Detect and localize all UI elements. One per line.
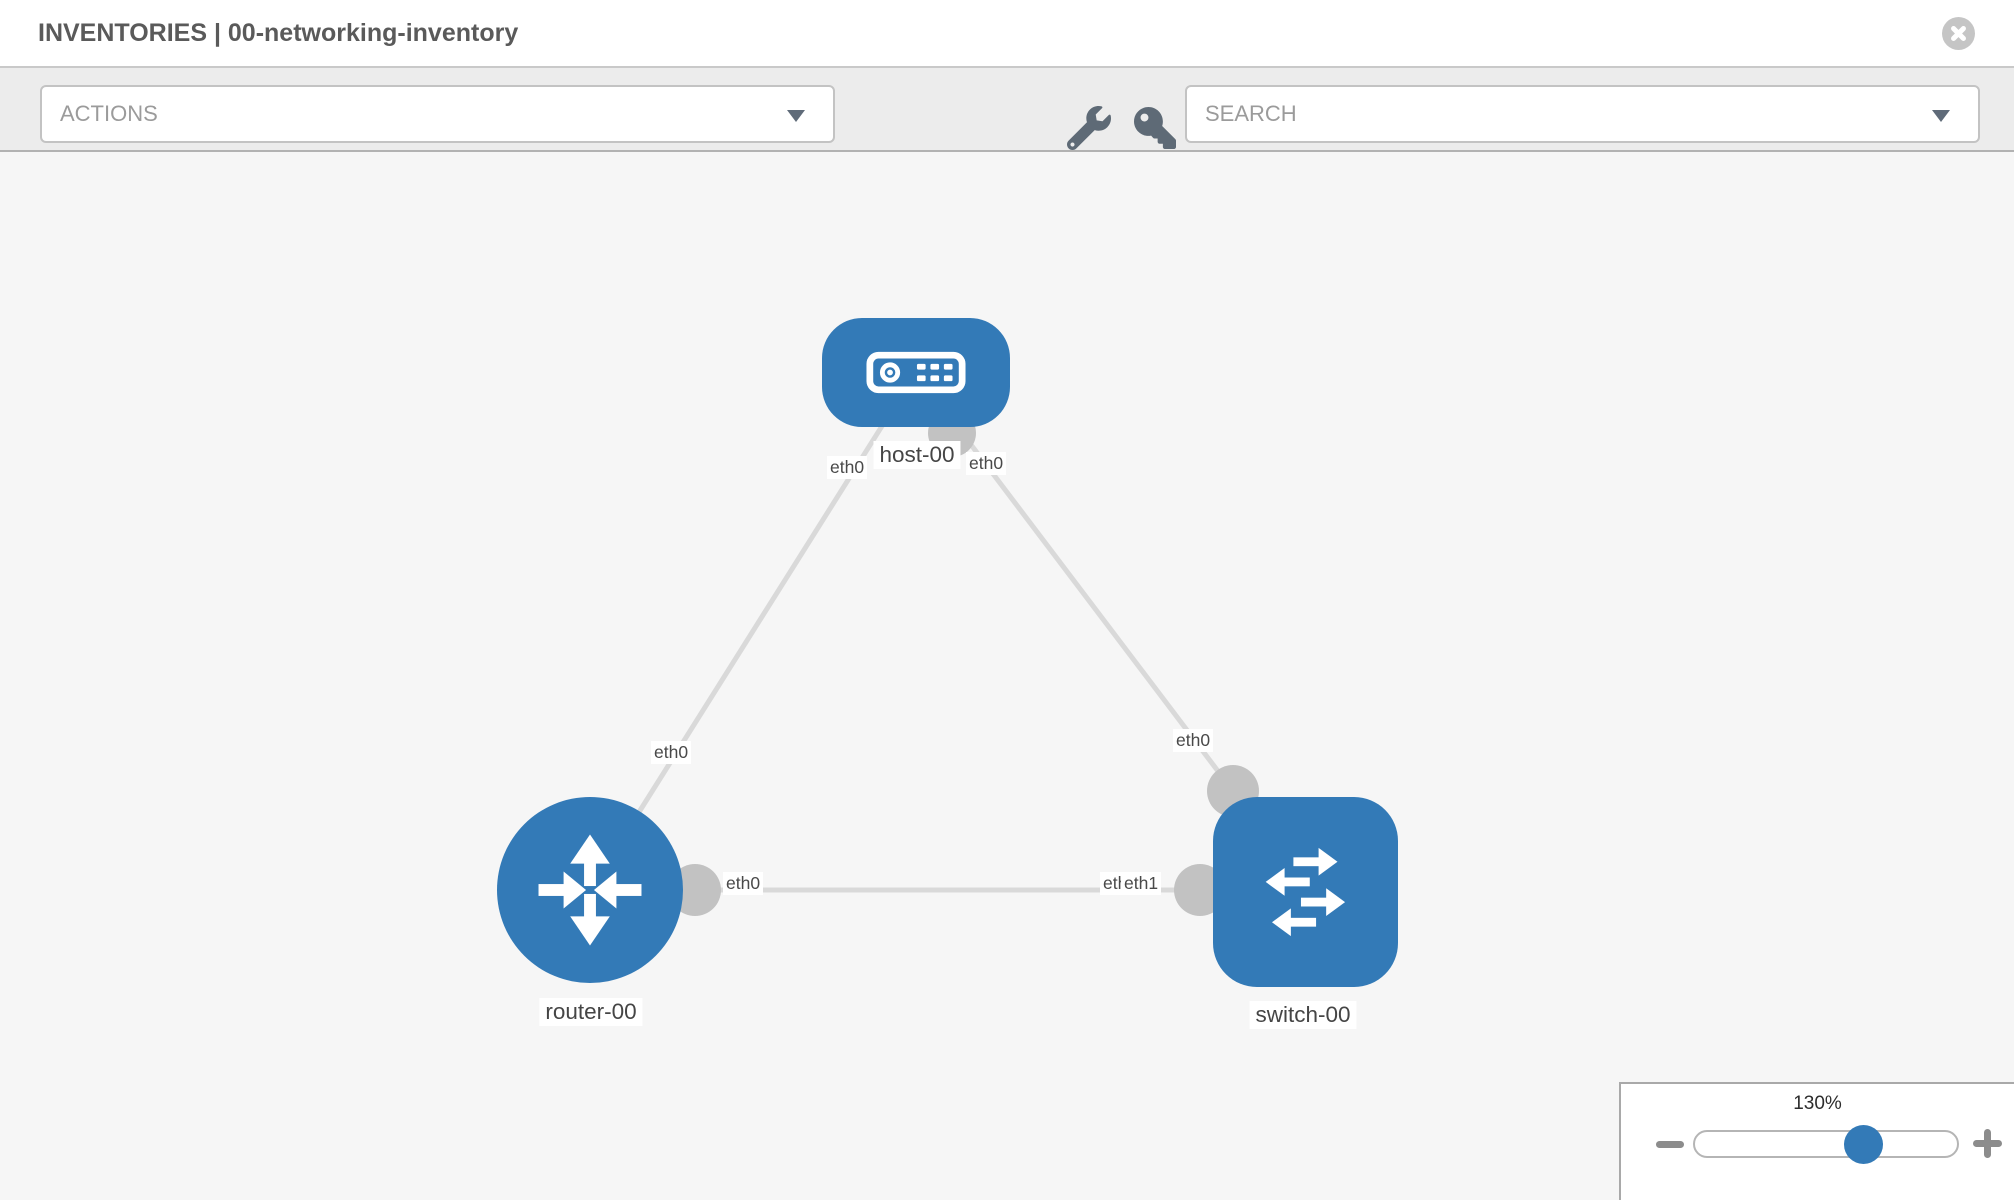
interface-label: eth1 bbox=[1121, 872, 1162, 895]
node-host-00[interactable] bbox=[822, 318, 1010, 427]
page-title: INVENTORIES | 00-networking-inventory bbox=[38, 19, 519, 47]
node-switch-00[interactable] bbox=[1213, 797, 1398, 987]
plus-bar bbox=[1984, 1129, 1991, 1158]
node-router-00[interactable] bbox=[497, 797, 683, 983]
interface-label: eth0 bbox=[1173, 729, 1214, 752]
configure-button[interactable] bbox=[1066, 105, 1112, 151]
interface-label: eth0 bbox=[723, 872, 764, 895]
chevron-down-icon bbox=[1932, 110, 1950, 122]
switch-arrows-icon bbox=[1265, 847, 1345, 937]
interface-label: eth0 bbox=[651, 741, 692, 764]
node-label-switch: switch-00 bbox=[1249, 1001, 1357, 1029]
topology-canvas[interactable]: eth0 eth0 eth0 eth0 eth0 eth0 eth1 host-… bbox=[0, 152, 2014, 1200]
zoom-slider-thumb[interactable] bbox=[1844, 1125, 1883, 1164]
search-dropdown[interactable]: SEARCH bbox=[1185, 85, 1980, 143]
wrench-icon bbox=[1067, 106, 1111, 150]
actions-dropdown[interactable]: ACTIONS bbox=[40, 85, 835, 143]
interface-label: eth0 bbox=[827, 456, 868, 479]
zoom-slider-track[interactable] bbox=[1693, 1130, 1959, 1158]
close-icon[interactable] bbox=[1942, 17, 1975, 50]
chevron-down-icon bbox=[787, 110, 805, 122]
actions-dropdown-label: ACTIONS bbox=[60, 101, 158, 126]
zoom-level-value: 130% bbox=[1793, 1093, 1842, 1114]
server-icon bbox=[866, 351, 966, 394]
minus-icon[interactable] bbox=[1656, 1141, 1684, 1148]
router-arrows-icon bbox=[538, 834, 642, 946]
header: INVENTORIES | 00-networking-inventory bbox=[0, 0, 2014, 68]
node-label-router: router-00 bbox=[539, 998, 643, 1026]
links-layer bbox=[587, 370, 1305, 916]
credentials-button[interactable] bbox=[1132, 105, 1178, 151]
search-dropdown-label: SEARCH bbox=[1205, 101, 1297, 126]
toolbar: ACTIONS SEARCH bbox=[0, 68, 2014, 152]
node-label-host: host-00 bbox=[873, 441, 961, 469]
interface-label: eth0 bbox=[966, 452, 1007, 475]
key-icon bbox=[1134, 107, 1176, 149]
plus-icon[interactable] bbox=[1973, 1129, 2002, 1158]
zoom-control-panel: 130% bbox=[1619, 1082, 2014, 1200]
